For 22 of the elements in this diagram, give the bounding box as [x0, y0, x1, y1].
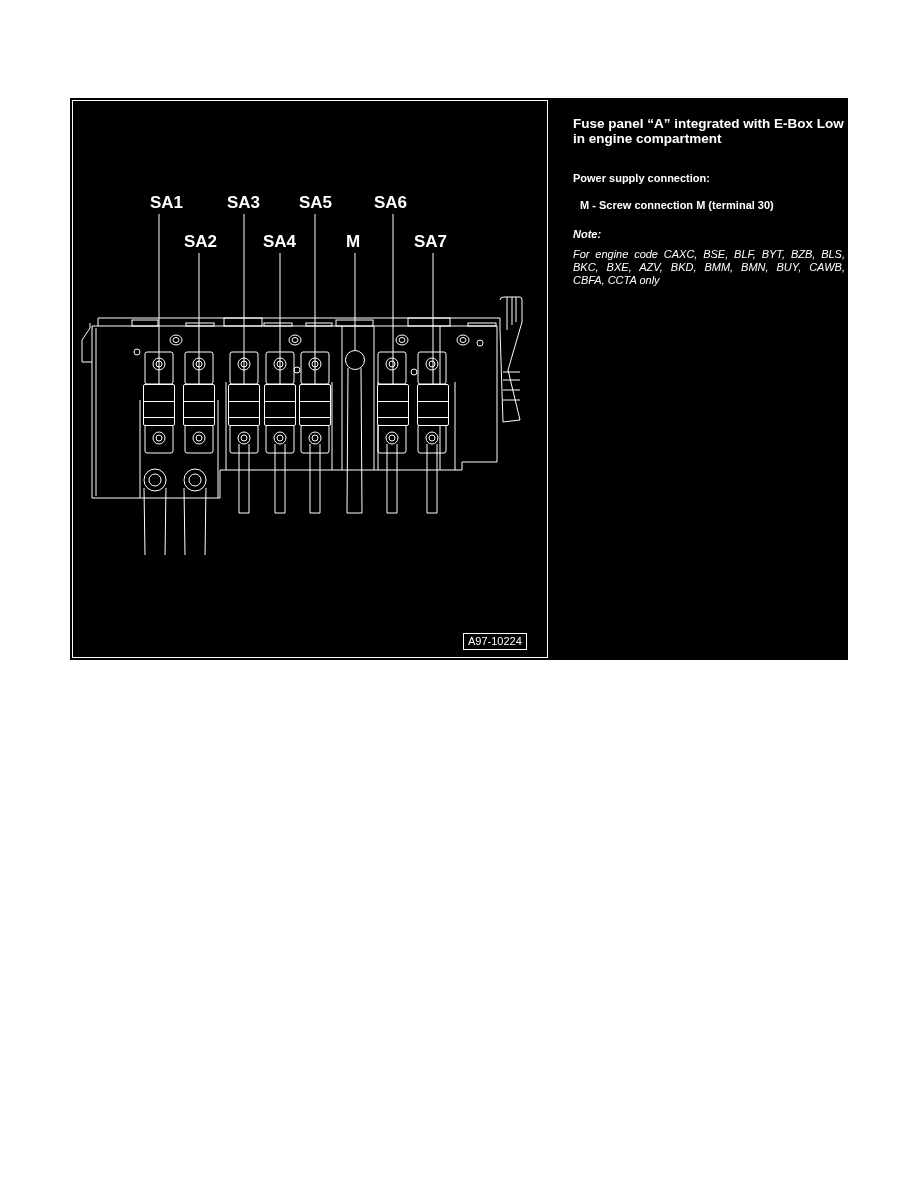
- fuse: [299, 384, 331, 426]
- fuse: [143, 384, 175, 426]
- section-heading: Power supply connection:: [573, 172, 711, 185]
- callout-label: SA7: [414, 233, 448, 251]
- fuse: [377, 384, 409, 426]
- note-heading: Note:: [573, 228, 603, 241]
- figure-code: A97-10224: [463, 633, 527, 650]
- note-text: For engine code CAXC, BSE, BLF, BYT, BZB, BLS, BKC, BXE, AZV, BKD, BMM, BMN, BUY, CAWB, CBFA, CCTA only: [573, 248, 845, 287]
- body-text: M - Screw connection M (terminal 30): [580, 199, 775, 212]
- fuse: [183, 384, 215, 426]
- callout-label: SA3: [227, 194, 261, 212]
- callout-label: M: [346, 233, 361, 251]
- fuse: [417, 384, 449, 426]
- callout-label: SA5: [299, 194, 333, 212]
- fuse: [264, 384, 296, 426]
- callout-label: SA2: [184, 233, 218, 251]
- callout-label: SA6: [374, 194, 408, 212]
- callout-label: SA1: [150, 194, 184, 212]
- fuse: [228, 384, 260, 426]
- heading: Fuse panel “A” integrated with E-Box Low in engine compartment: [573, 116, 845, 146]
- leader-line: [354, 252, 356, 351]
- callout-label: SA4: [263, 233, 297, 251]
